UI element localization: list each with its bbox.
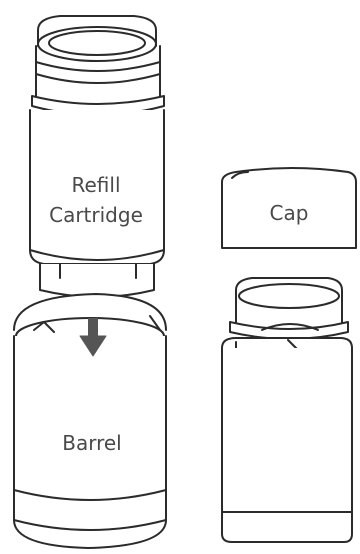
cap-label: Cap [270, 201, 309, 225]
refill-label-line2: Cartridge [49, 203, 143, 227]
bottle-opening [239, 284, 339, 308]
cartridge-thread-2 [36, 74, 160, 83]
cartridge-opening-inner [49, 31, 145, 55]
refill-cartridge [30, 16, 164, 297]
cartridge-thread-1 [36, 62, 160, 71]
bottle [222, 278, 352, 542]
barrel-label: Barrel [62, 431, 122, 455]
refill-label-line1: Refill [71, 173, 120, 197]
bottle-shoulder [222, 338, 352, 348]
